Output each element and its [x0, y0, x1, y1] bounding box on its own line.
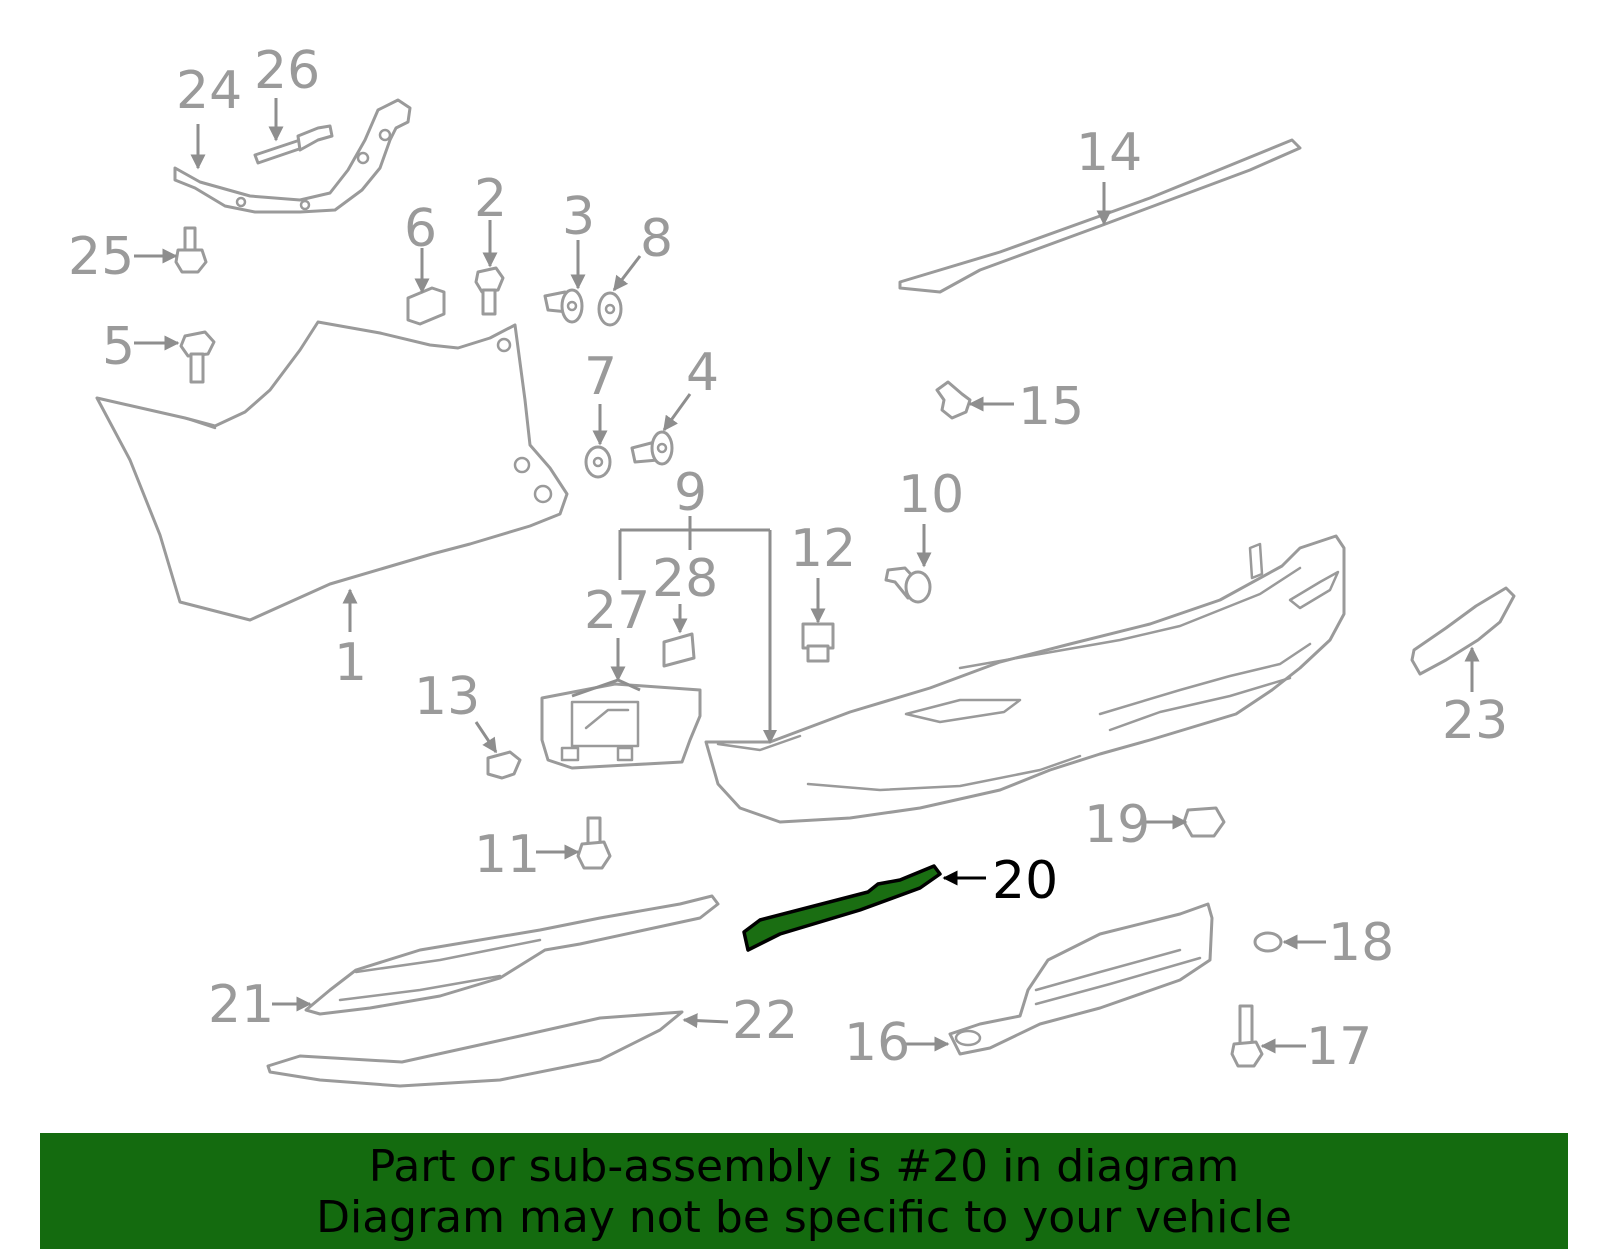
callout-12: 12 [790, 519, 856, 579]
bumper-cover-part-1 [95, 320, 569, 622]
clip-part-13 [486, 750, 522, 780]
callout-5: 5 [102, 317, 135, 377]
callout-21: 21 [208, 975, 274, 1035]
clip-part-6 [406, 286, 446, 326]
callout-8: 8 [640, 209, 673, 269]
callout-22: 22 [732, 991, 798, 1051]
callout-9: 9 [674, 463, 707, 523]
callout-3: 3 [562, 187, 595, 247]
callout-11: 11 [474, 825, 540, 885]
callout-20-highlighted: 20 [992, 851, 1058, 911]
reflector-part-20 [742, 864, 942, 952]
callout-7: 7 [584, 347, 617, 407]
banner-line-1: Part or sub-assembly is #20 in diagram [368, 1141, 1240, 1192]
clip-part-15 [935, 380, 972, 420]
clip-part-12 [801, 622, 835, 663]
callout-23: 23 [1442, 691, 1508, 751]
callout-26: 26 [254, 41, 320, 101]
callout-2: 2 [474, 169, 507, 229]
washer-part-18 [1253, 931, 1283, 953]
callout-27: 27 [584, 581, 650, 641]
callout-17: 17 [1306, 1017, 1372, 1077]
callout-13: 13 [414, 667, 480, 727]
pin-part-4 [630, 430, 674, 466]
callout-25: 25 [68, 227, 134, 287]
callout-16: 16 [844, 1013, 910, 1073]
callout-28: 28 [652, 549, 718, 609]
info-banner: Part or sub-assembly is #20 in diagram D… [40, 1133, 1568, 1249]
molding-part-22 [266, 1010, 684, 1088]
bolt-part-5 [179, 330, 216, 384]
callout-6: 6 [404, 199, 437, 259]
callout-14: 14 [1076, 123, 1142, 183]
callout-1: 1 [334, 633, 367, 693]
bracket-part-24 [173, 98, 412, 214]
grille-part-16 [948, 902, 1214, 1056]
callout-labels: 24 26 25 5 6 2 3 8 7 4 1 14 15 10 9 12 2… [68, 41, 1508, 1077]
callout-15: 15 [1018, 377, 1084, 437]
bolt-part-2 [474, 266, 505, 316]
nut-part-19 [1182, 806, 1226, 838]
callout-19: 19 [1084, 795, 1150, 855]
grille-part-21 [304, 894, 720, 1016]
bolt-part-25 [174, 226, 208, 274]
bracket-part-27 [540, 682, 702, 770]
bumper-cover-part-9 [704, 534, 1346, 824]
leader-lines [134, 98, 1480, 1054]
callout-24: 24 [176, 61, 242, 121]
washer-part-8 [597, 291, 623, 327]
trim-part-23 [1410, 586, 1516, 676]
bolt-part-17 [1230, 1004, 1264, 1068]
pin-part-26 [253, 124, 334, 165]
callout-18: 18 [1328, 913, 1394, 973]
washer-part-7 [584, 445, 612, 479]
banner-line-2: Diagram may not be specific to your vehi… [316, 1192, 1292, 1243]
callout-4: 4 [686, 343, 719, 403]
bolt-part-11 [576, 816, 612, 870]
pin-part-3 [543, 288, 584, 324]
pad-part-28 [662, 632, 696, 668]
clip-part-10 [884, 566, 932, 604]
callout-10: 10 [898, 465, 964, 525]
